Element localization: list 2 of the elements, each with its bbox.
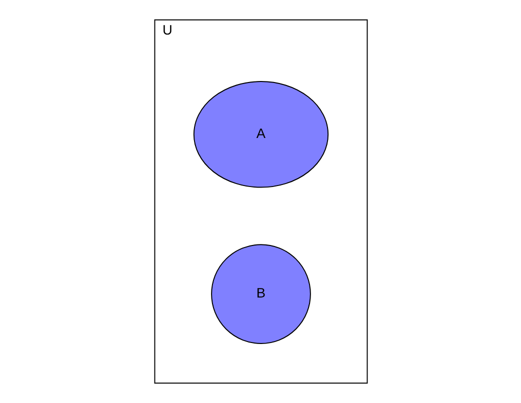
node-ellipse: A <box>192 81 328 188</box>
node-circle: B <box>210 244 310 344</box>
